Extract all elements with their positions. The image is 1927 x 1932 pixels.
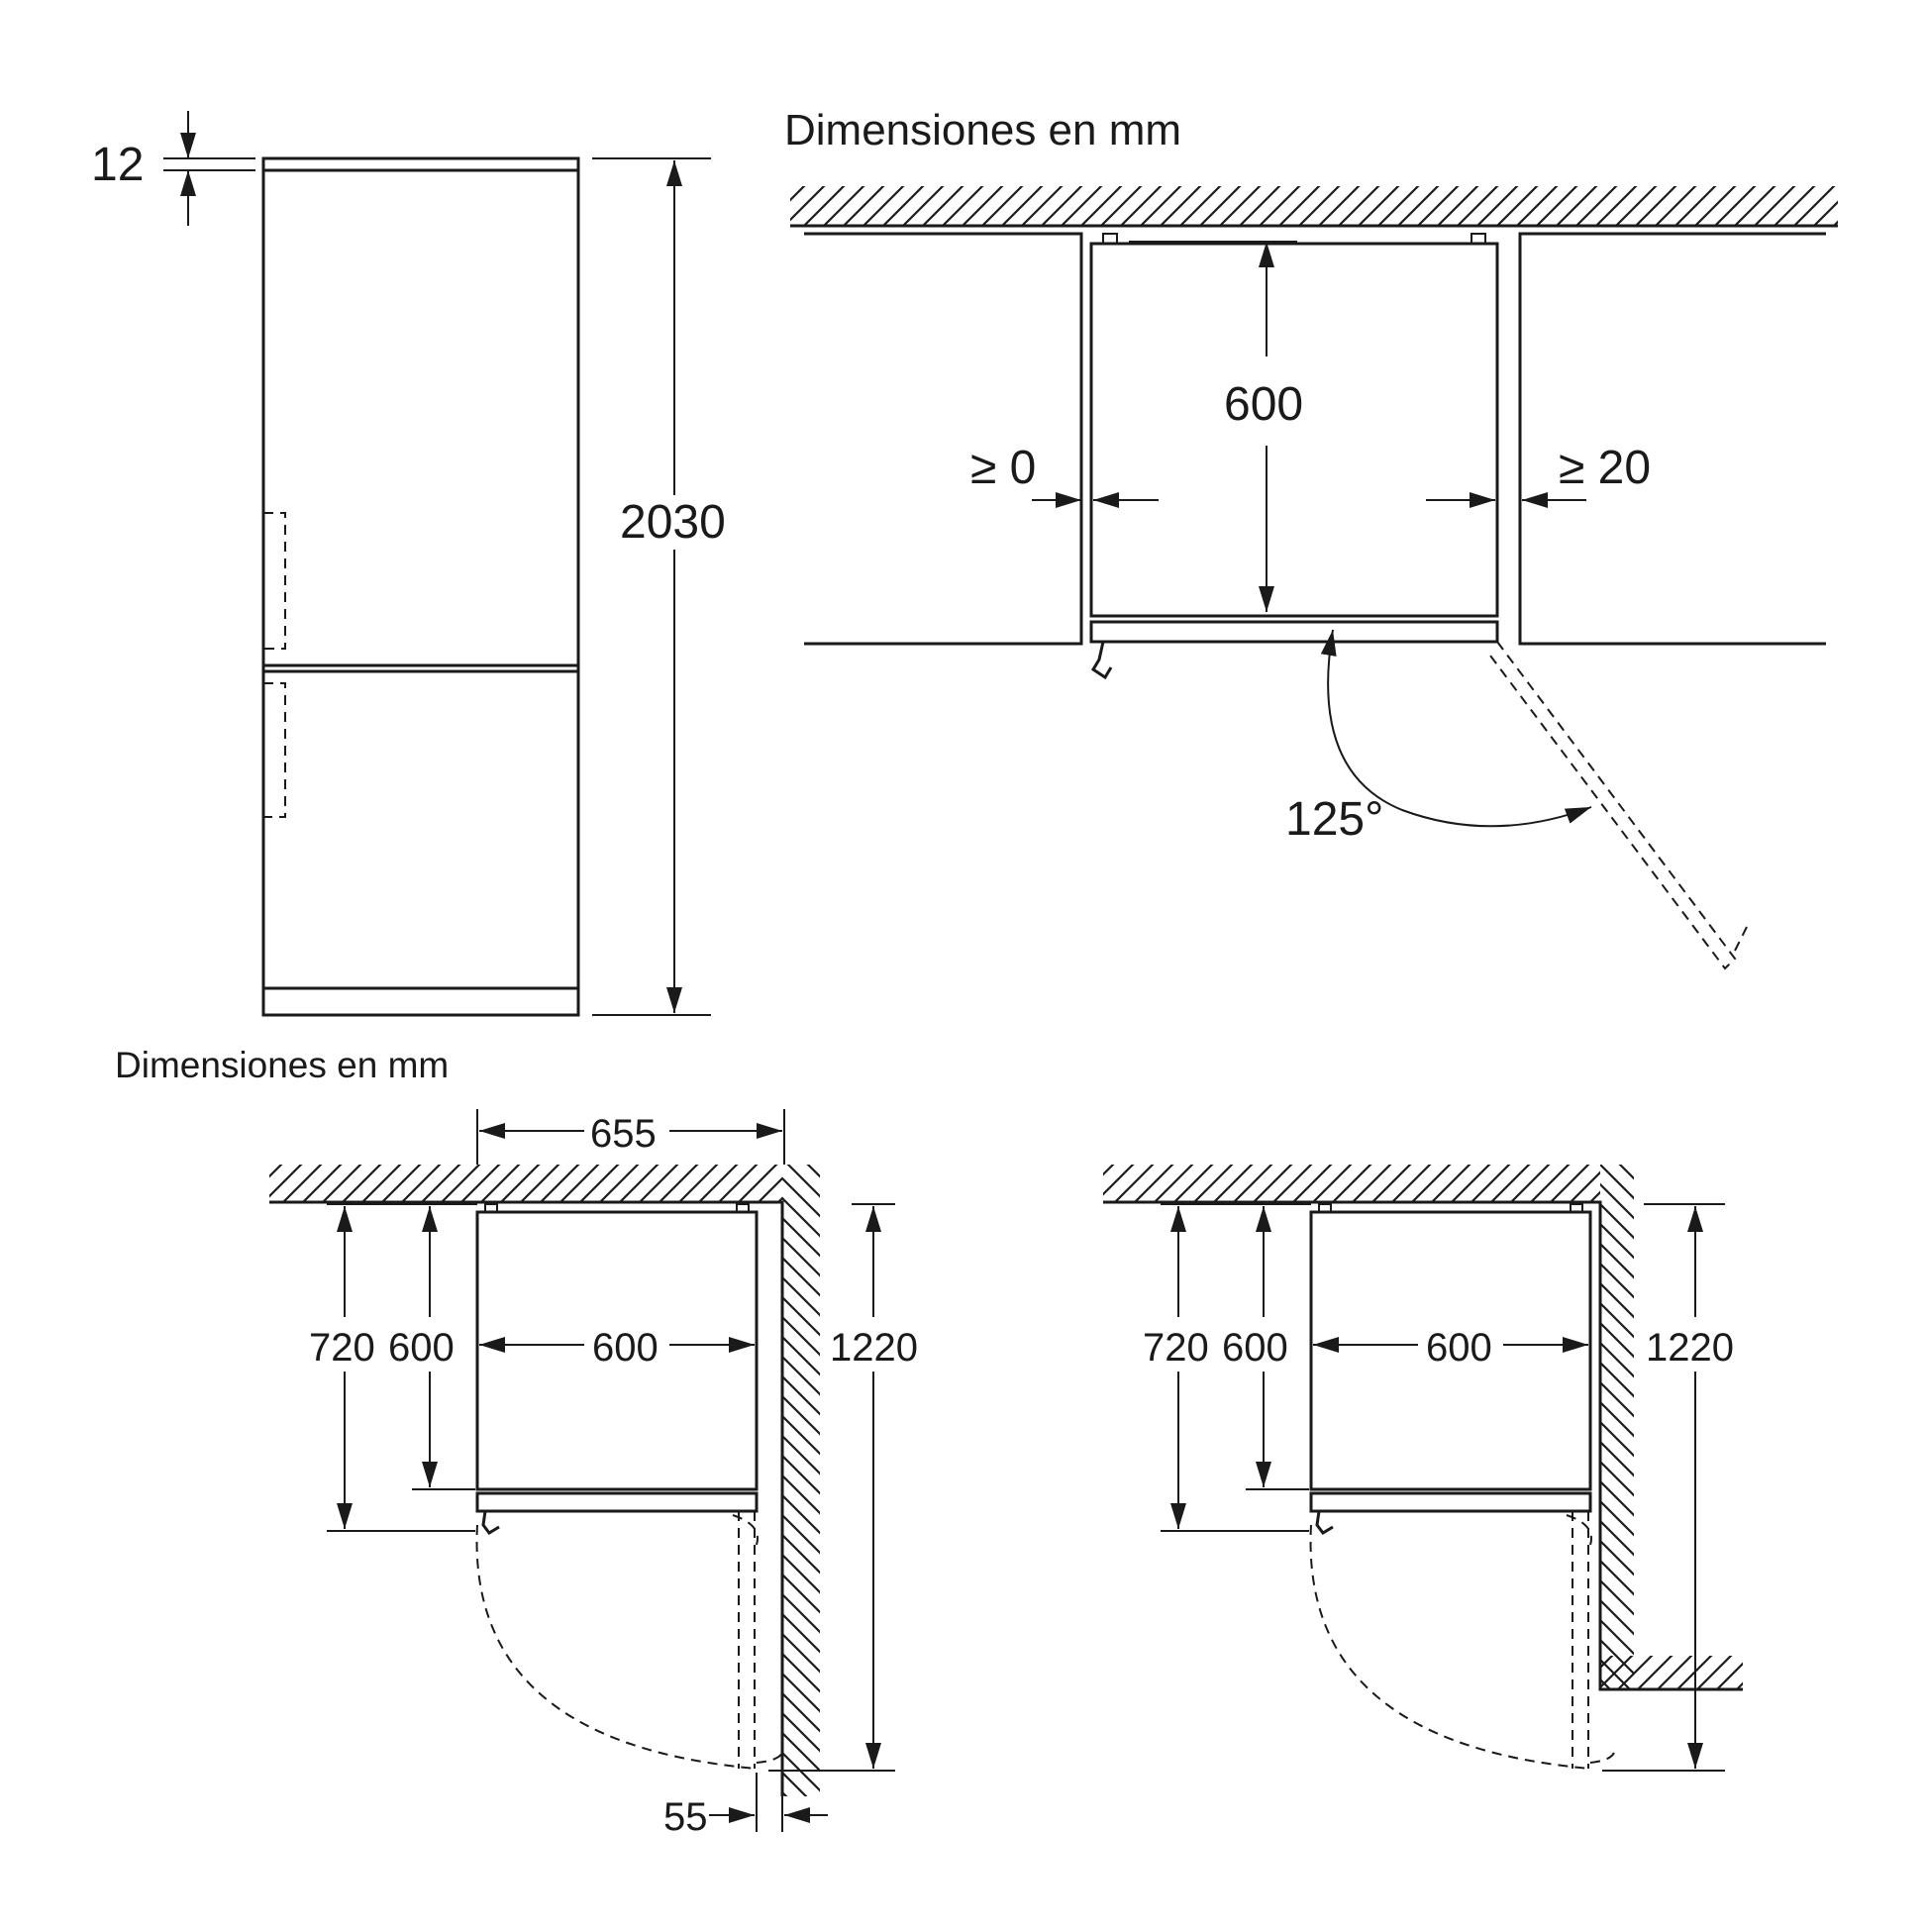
plan-right-return-wall-hatch xyxy=(1600,1656,1743,1689)
plan-left-swing-depth-label: 1220 xyxy=(830,1326,918,1370)
lower-handle-dashed xyxy=(263,682,286,818)
plan-left-swing-arc xyxy=(475,1524,758,1770)
plan-left-hinge-b xyxy=(736,1203,750,1213)
top-caption: Dimensiones en mm xyxy=(784,106,1181,154)
plan-left-wall-offset-label: 55 xyxy=(663,1795,708,1839)
appliance-door-top xyxy=(1089,620,1499,644)
plan-left-handle xyxy=(481,1510,500,1535)
top-view: Dimensiones en mm 600 ≥ 0 ≥ 20 125° xyxy=(784,106,1838,970)
plan-right-hinge-a xyxy=(1318,1203,1332,1213)
plan-right-open-door-dashed xyxy=(1572,1511,1589,1769)
top-gap-label: 12 xyxy=(91,139,144,191)
plan-left-body-depth-label: 600 xyxy=(388,1326,455,1370)
plan-right-swing-arc xyxy=(1309,1524,1591,1770)
hinge-right xyxy=(1471,233,1486,245)
plan-left-open-depth-label: 720 xyxy=(309,1326,375,1370)
plan-right-body xyxy=(1309,1210,1592,1491)
plan-left-open-door-dashed xyxy=(738,1511,756,1769)
depth-label: 600 xyxy=(1224,378,1303,431)
plan-left-wall-face xyxy=(269,1200,784,1796)
plan-left-top-wall-hatch xyxy=(269,1165,782,1202)
plan-right-hinge-arc-dashed-b xyxy=(1589,1752,1615,1764)
door-handle xyxy=(1090,641,1113,680)
plan-right-open-depth-label: 720 xyxy=(1143,1326,1209,1370)
fridge-front-body xyxy=(261,156,580,1017)
plan-right-body-depth-label: 600 xyxy=(1222,1326,1288,1370)
plan-right-handle xyxy=(1315,1510,1334,1535)
plan-right-side-wall-hatch xyxy=(1600,1165,1634,1689)
top-wall-hatch xyxy=(790,186,1838,226)
right-cabinet-outline xyxy=(1518,232,1826,646)
left-cabinet-outline xyxy=(804,232,1083,646)
plan-left-hinge-arc-dashed xyxy=(732,1514,759,1546)
plan-left-overall-width-label: 655 xyxy=(590,1112,657,1156)
plan-left-door xyxy=(475,1491,759,1513)
upper-handle-dashed xyxy=(263,512,286,650)
plan-left-body-width-label: 600 xyxy=(592,1326,659,1370)
plan-left-side-wall-hatch xyxy=(782,1165,820,1796)
plan-right-hinge-b xyxy=(1570,1203,1583,1213)
plan-right-body-width-label: 600 xyxy=(1426,1326,1492,1370)
door-angle-arc xyxy=(1320,629,1592,828)
plan-right-wall-face xyxy=(1103,1200,1743,1691)
plan-left-hinge-a xyxy=(484,1203,498,1213)
left-gap-label: ≥ 0 xyxy=(970,442,1036,494)
front-view: 12 2030 xyxy=(91,111,726,1017)
plan-right-door xyxy=(1309,1491,1592,1513)
open-door-dashed xyxy=(1486,641,1737,970)
bottom-caption: Dimensiones en mm xyxy=(115,1045,449,1085)
plan-left: 655 720 600 600 1220 xyxy=(269,1109,918,1839)
appliance-body-top xyxy=(1089,242,1499,618)
height-label: 2030 xyxy=(620,496,726,549)
plan-right-hinge-arc-dashed xyxy=(1566,1514,1592,1546)
hinge-left xyxy=(1102,233,1118,245)
plan-left-body xyxy=(475,1210,759,1491)
plan-right-top-wall-hatch xyxy=(1103,1165,1600,1202)
plan-left-hinge-arc-dashed-b xyxy=(756,1752,783,1764)
plan-right: 720 600 600 1220 xyxy=(1103,1165,1743,1772)
open-door-handle-dashed xyxy=(1734,926,1748,952)
right-gap-label: ≥ 20 xyxy=(1559,442,1651,494)
plan-right-swing-depth-label: 1220 xyxy=(1646,1326,1734,1370)
door-angle-label: 125° xyxy=(1285,793,1383,846)
